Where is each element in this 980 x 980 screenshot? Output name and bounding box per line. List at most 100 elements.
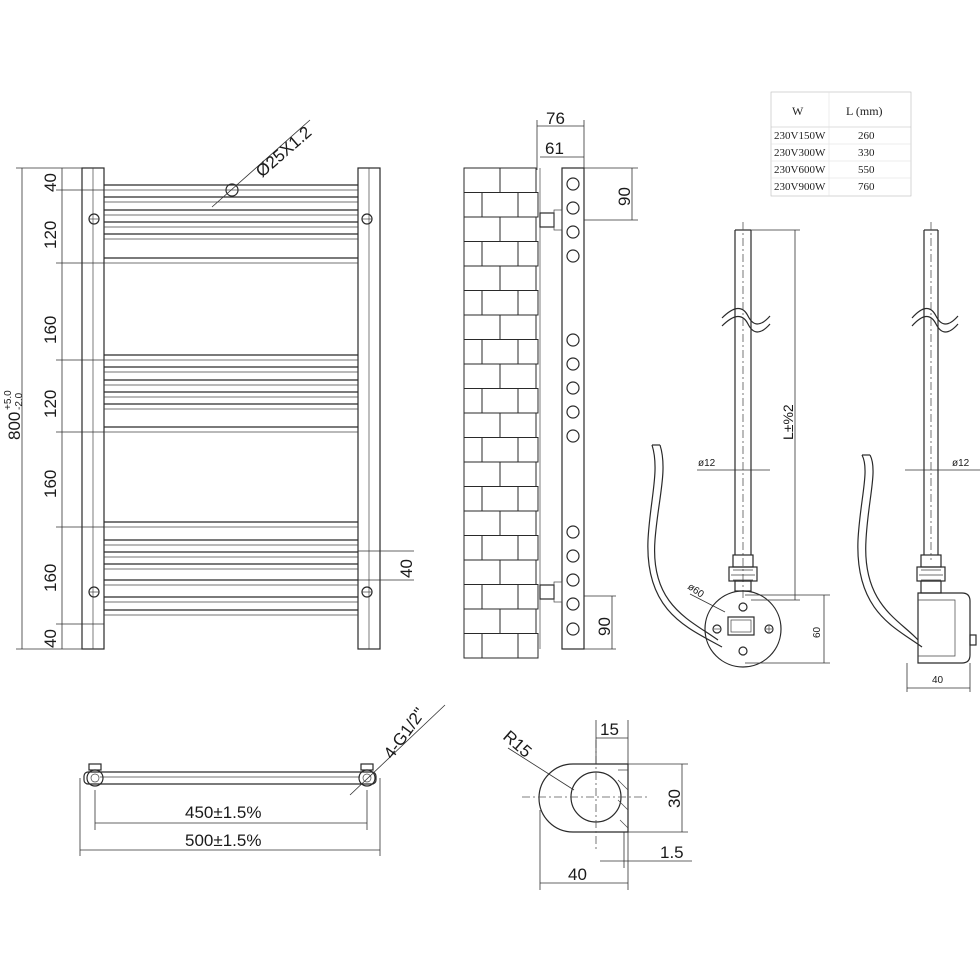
brick bbox=[499, 608, 537, 634]
bracket-profile bbox=[538, 763, 629, 833]
tube-end-icon bbox=[566, 549, 580, 563]
height-value: 800 bbox=[5, 412, 24, 440]
depth-inner-label: 61 bbox=[545, 139, 564, 158]
brick bbox=[517, 633, 539, 659]
table-cell-l: 550 bbox=[858, 164, 875, 176]
brick bbox=[463, 608, 501, 634]
brick bbox=[499, 363, 537, 389]
tube-end-icon bbox=[566, 525, 580, 539]
side-view: 76 61 90 90 bbox=[463, 109, 638, 659]
brick bbox=[499, 510, 537, 536]
tube-end-icon bbox=[566, 177, 580, 636]
brick bbox=[481, 192, 519, 218]
brick bbox=[481, 584, 519, 610]
brick bbox=[463, 192, 483, 218]
head-diameter-label: ø60 bbox=[685, 581, 706, 600]
brick bbox=[463, 290, 483, 316]
height-tol-minus: -2.0 bbox=[14, 392, 25, 410]
depth-total-label: 76 bbox=[546, 109, 565, 128]
thickness-label: 1.5 bbox=[660, 843, 684, 862]
brick bbox=[481, 437, 519, 463]
table-cell-w: 230V900W bbox=[774, 181, 826, 193]
wall-bracket-top bbox=[539, 212, 555, 228]
brick bbox=[517, 192, 539, 218]
brick bbox=[463, 437, 483, 463]
bracket-bottom-label: 90 bbox=[595, 617, 614, 636]
width-label: 40 bbox=[568, 865, 587, 884]
brick bbox=[499, 216, 537, 242]
brick bbox=[463, 461, 501, 487]
wall-bracket-bottom bbox=[539, 584, 555, 600]
spacing-label: 160 bbox=[41, 470, 60, 498]
brick bbox=[517, 584, 539, 610]
table-header-l: L (mm) bbox=[846, 104, 883, 118]
brick bbox=[463, 363, 501, 389]
brick bbox=[517, 535, 539, 561]
offset-label: 15 bbox=[600, 720, 619, 739]
table-cell-w: 230V150W bbox=[774, 130, 826, 142]
bar-group-top bbox=[104, 184, 358, 264]
tube-end-icon bbox=[566, 333, 580, 347]
tube-section-icon bbox=[225, 183, 239, 197]
tube-end-icon bbox=[566, 405, 580, 419]
rail-dim-label: 40 bbox=[397, 559, 416, 578]
power-cable bbox=[654, 444, 719, 641]
tube-end-icon bbox=[566, 177, 580, 191]
radius-label: R15 bbox=[499, 727, 535, 762]
heating-element-front: L±%2 ø12 ø60 60 bbox=[647, 222, 830, 668]
outer-width-label: 500±1.5% bbox=[185, 831, 261, 850]
brick bbox=[463, 535, 483, 561]
brick bbox=[499, 265, 537, 291]
brick bbox=[463, 412, 501, 438]
tube-end-icon bbox=[566, 225, 580, 239]
brick bbox=[463, 167, 501, 193]
brick bbox=[481, 486, 519, 512]
tube-end-icon bbox=[566, 622, 580, 636]
element-head bbox=[704, 590, 782, 668]
power-icon bbox=[738, 602, 748, 612]
brick-wall bbox=[463, 167, 539, 659]
bottom-view: 4-G1/2" 450±1.5% 500±1.5% bbox=[79, 704, 446, 856]
bar-group-bottom bbox=[104, 521, 358, 616]
inner-width-label: 450±1.5% bbox=[185, 803, 261, 822]
table-cell-l: 760 bbox=[858, 181, 875, 193]
heating-element-side: ø12 40 bbox=[857, 222, 980, 692]
spacing-label: 160 bbox=[41, 316, 60, 344]
indicator-icon bbox=[738, 646, 748, 656]
brick bbox=[499, 167, 537, 193]
side-depth-label: 40 bbox=[932, 675, 944, 686]
bracket-top-label: 90 bbox=[615, 187, 634, 206]
side-rail bbox=[561, 167, 585, 650]
table-cell-l: 330 bbox=[858, 147, 875, 159]
brick bbox=[463, 265, 501, 291]
table-cell-w: 230V600W bbox=[774, 164, 826, 176]
brick bbox=[517, 290, 539, 316]
spacing-label: 40 bbox=[41, 629, 60, 648]
tube-end-icon bbox=[566, 573, 580, 587]
table-cell-l: 260 bbox=[858, 130, 875, 142]
plus-icon bbox=[764, 624, 774, 634]
brick bbox=[463, 388, 483, 414]
side-diameter-label: ø12 bbox=[952, 458, 970, 469]
brick bbox=[463, 510, 501, 536]
brick bbox=[463, 339, 483, 365]
tube-end-icon bbox=[566, 357, 580, 371]
brick bbox=[499, 461, 537, 487]
bar-group-middle bbox=[104, 354, 358, 433]
brick bbox=[517, 339, 539, 365]
minus-icon bbox=[712, 624, 722, 634]
brick bbox=[499, 412, 537, 438]
height-tol-plus: +5.0 bbox=[3, 390, 14, 410]
table-header-w: W bbox=[792, 104, 804, 118]
brick bbox=[481, 241, 519, 267]
inlet-connection-icon bbox=[86, 763, 376, 787]
connections-label: 4-G1/2" bbox=[380, 704, 429, 762]
brick bbox=[463, 314, 501, 340]
height-label: 30 bbox=[665, 789, 684, 808]
front-view: Ø25X1.2 800 +5.0 -2.0 40 120 160 120 160… bbox=[3, 119, 416, 650]
brick bbox=[463, 633, 483, 659]
brick bbox=[463, 584, 483, 610]
spacing-label: 160 bbox=[41, 564, 60, 592]
tube-spec-label: Ø25X1.2 bbox=[252, 123, 315, 181]
